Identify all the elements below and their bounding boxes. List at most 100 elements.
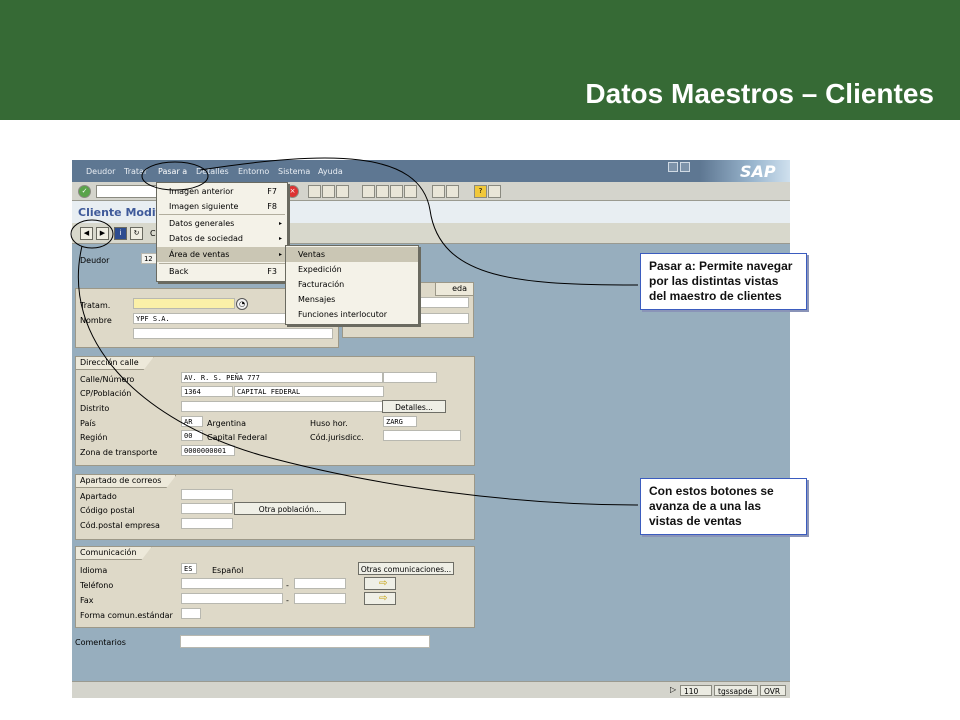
next-screen-icon[interactable]: ▶ bbox=[96, 227, 109, 240]
telefono-label: Teléfono bbox=[80, 581, 114, 590]
tratamiento-label: Tratam. bbox=[80, 301, 111, 310]
region-name: Capital Federal bbox=[207, 433, 268, 442]
menu-item-area-ventas[interactable]: Área de ventas▸ bbox=[157, 247, 287, 262]
menu-tratar[interactable]: Tratar bbox=[124, 167, 148, 176]
arrow-right-icon: ⇨ bbox=[379, 578, 388, 589]
find-next-icon[interactable] bbox=[336, 185, 349, 198]
detalles-button[interactable]: Detalles... bbox=[382, 400, 446, 413]
create-session-icon[interactable] bbox=[432, 185, 445, 198]
layout-menu-icon[interactable] bbox=[488, 185, 501, 198]
last-page-icon[interactable] bbox=[404, 185, 417, 198]
fax-field[interactable] bbox=[181, 593, 283, 604]
matchcode-icon[interactable]: ◔ bbox=[236, 298, 248, 310]
screen-title: Cliente Modif bbox=[78, 206, 161, 219]
cod-juris-field[interactable] bbox=[383, 430, 461, 441]
menu-item-datos-generales[interactable]: Datos generales▸ bbox=[157, 216, 287, 231]
menu-ayuda[interactable]: Ayuda bbox=[318, 167, 343, 176]
arrow-right-icon: ⇨ bbox=[379, 593, 388, 604]
status-expand-icon[interactable]: ▷ bbox=[670, 685, 677, 694]
area-ventas-submenu: Ventas Expedición Facturación Mensajes F… bbox=[285, 245, 419, 325]
otras-comunicaciones-button[interactable]: Otras comunicaciones... bbox=[358, 562, 454, 575]
address-group: Dirección calle Calle/Número AV. R. S. P… bbox=[75, 356, 475, 466]
submenu-item-mensajes[interactable]: Mensajes bbox=[298, 295, 336, 304]
numero-field[interactable] bbox=[383, 372, 437, 383]
pais-name: Argentina bbox=[207, 419, 247, 428]
highlight-nav-buttons-ellipse bbox=[70, 219, 114, 249]
next-page-icon[interactable] bbox=[390, 185, 403, 198]
enter-check-icon[interactable]: ✓ bbox=[78, 185, 91, 198]
menu-entorno[interactable]: Entorno bbox=[238, 167, 270, 176]
cp-empresa-field[interactable] bbox=[181, 518, 233, 529]
first-page-icon[interactable] bbox=[362, 185, 375, 198]
partial-group-title: eda bbox=[435, 283, 473, 296]
telefono-more-button[interactable]: ⇨ bbox=[364, 577, 396, 590]
menu-bar: Deudor Tratar Pasar a Detalles Entorno S… bbox=[72, 160, 790, 182]
forma-label: Forma comun.estándar bbox=[80, 611, 173, 620]
pais-field[interactable]: AR bbox=[181, 416, 203, 427]
tratamiento-field[interactable] bbox=[133, 298, 235, 309]
help-icon[interactable]: ? bbox=[474, 185, 487, 198]
region-label: Región bbox=[80, 433, 108, 442]
connector-botones bbox=[77, 245, 639, 506]
codigo-postal-field[interactable] bbox=[181, 503, 233, 514]
submenu-item-facturacion[interactable]: Facturación bbox=[298, 280, 345, 289]
pobox-group: Apartado de correos Apartado Código post… bbox=[75, 474, 475, 540]
submenu-item-expedicion[interactable]: Expedición bbox=[298, 265, 342, 274]
submenu-item-funciones-interlocutor[interactable]: Funciones interlocutor bbox=[298, 310, 388, 319]
region-field[interactable]: 00 bbox=[181, 430, 203, 441]
menu-sistema[interactable]: Sistema bbox=[278, 167, 311, 176]
deudor-label: Deudor bbox=[80, 256, 110, 265]
idioma-name: Español bbox=[212, 566, 244, 575]
menu-item-datos-sociedad[interactable]: Datos de sociedad▸ bbox=[157, 231, 287, 246]
submenu-arrow-icon: ▸ bbox=[278, 251, 282, 258]
fax-ext-field[interactable] bbox=[294, 593, 346, 604]
minimize-window-icon[interactable] bbox=[668, 162, 678, 172]
menu-deudor[interactable]: Deudor bbox=[86, 167, 116, 176]
submenu-arrow-icon: ▸ bbox=[278, 220, 282, 227]
find-icon[interactable] bbox=[322, 185, 335, 198]
menu-pasar-a[interactable]: Pasar a bbox=[158, 167, 188, 176]
status-bar: ▷ 110 tgssapde OVR bbox=[72, 681, 790, 698]
previous-page-icon[interactable] bbox=[376, 185, 389, 198]
slide-title: Datos Maestros – Clientes bbox=[585, 78, 934, 109]
idioma-label: Idioma bbox=[80, 566, 108, 575]
calle-field[interactable]: AV. R. S. PEÑA 777 bbox=[181, 372, 383, 383]
callout-pasar-a: Pasar a: Permite navegar por las distint… bbox=[640, 253, 807, 310]
nombre-label: Nombre bbox=[80, 316, 112, 325]
idioma-field[interactable]: ES bbox=[181, 563, 197, 574]
highlight-pasar-a-ellipse bbox=[141, 161, 209, 191]
info-icon[interactable]: i bbox=[114, 227, 127, 240]
forma-field[interactable] bbox=[181, 608, 201, 619]
calle-label: Calle/Número bbox=[80, 375, 135, 384]
otra-poblacion-button[interactable]: Otra población... bbox=[234, 502, 346, 515]
shortcut-icon[interactable] bbox=[446, 185, 459, 198]
close-window-icon[interactable] bbox=[680, 162, 690, 172]
nombre-2-field[interactable] bbox=[133, 328, 333, 339]
telefono-ext-field[interactable] bbox=[294, 578, 346, 589]
connector-pasar-a bbox=[199, 157, 639, 286]
refresh-icon[interactable]: ↻ bbox=[130, 227, 143, 240]
telefono-field[interactable] bbox=[181, 578, 283, 589]
fax-more-button[interactable]: ⇨ bbox=[364, 592, 396, 605]
huso-field[interactable]: ZARG bbox=[383, 416, 417, 427]
comentarios-field[interactable] bbox=[180, 635, 430, 648]
sap-logo: SAP bbox=[700, 160, 790, 182]
previous-screen-icon[interactable]: ◀ bbox=[80, 227, 93, 240]
apartado-field[interactable] bbox=[181, 489, 233, 500]
print-icon[interactable] bbox=[308, 185, 321, 198]
menu-separator bbox=[159, 214, 285, 215]
cod-juris-label: Cód.jurisdicc. bbox=[310, 433, 364, 442]
huso-label: Huso hor. bbox=[310, 419, 348, 428]
comm-group: Comunicación Idioma ES Español Otras com… bbox=[75, 546, 475, 628]
zona-field[interactable]: 0000000001 bbox=[181, 445, 235, 456]
telefono-dash: - bbox=[286, 581, 289, 590]
poblacion-field[interactable]: CAPITAL FEDERAL bbox=[234, 386, 384, 397]
fax-label: Fax bbox=[80, 596, 94, 605]
submenu-item-ventas[interactable]: Ventas bbox=[286, 247, 418, 262]
menu-detalles[interactable]: Detalles bbox=[196, 167, 229, 176]
cp-field[interactable]: 1364 bbox=[181, 386, 233, 397]
